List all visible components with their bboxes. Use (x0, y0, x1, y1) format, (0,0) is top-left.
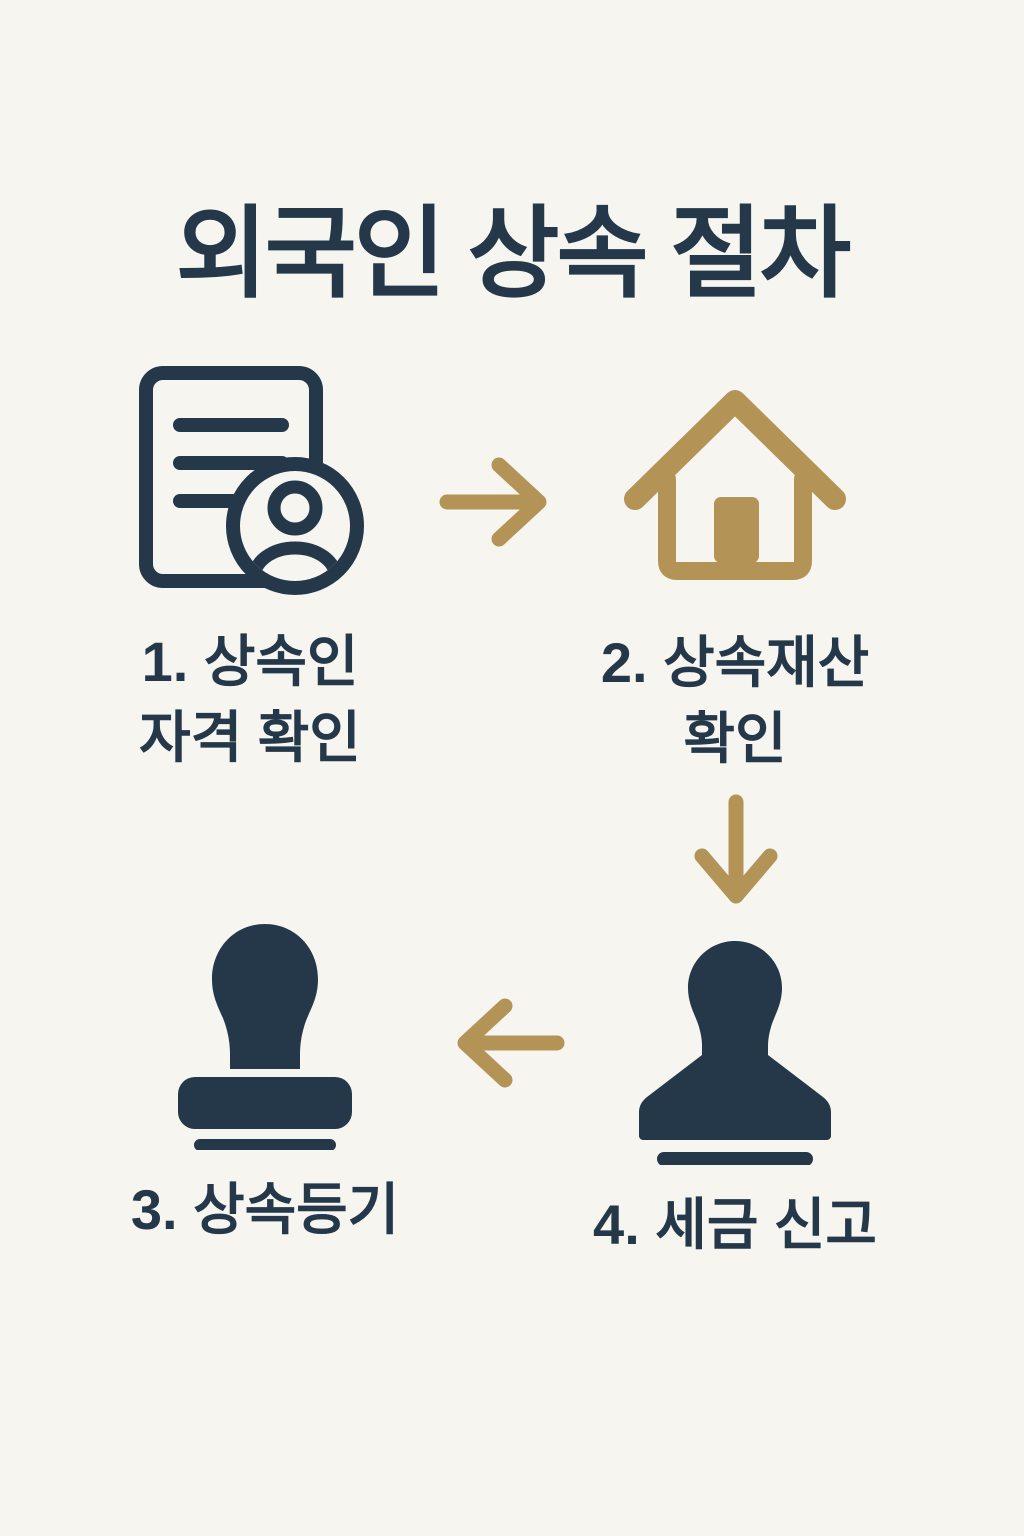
step-3-label: 3. 상속등기 (130, 1178, 400, 1241)
document-person-icon (130, 362, 370, 602)
page-title: 외국인 상속 절차 (175, 198, 852, 310)
step-4-label: 4. 세금 신고 (593, 1193, 877, 1256)
step-1-label: 1. 상속인 자격 확인 (139, 630, 361, 769)
house-icon (615, 375, 855, 603)
step-1: 1. 상속인 자격 확인 (80, 362, 420, 776)
stamp-icon (145, 910, 385, 1150)
step-4: 4. 세금 신고 (565, 925, 905, 1263)
person-icon (615, 925, 855, 1165)
step-2-label: 2. 상속재산 확인 (600, 631, 870, 770)
step-2: 2. 상속재산 확인 (565, 375, 905, 777)
arrow-right-icon (438, 455, 556, 549)
arrow-down-icon (693, 793, 779, 911)
arrow-left-icon (448, 998, 566, 1088)
step-3: 3. 상속등기 (95, 910, 435, 1248)
